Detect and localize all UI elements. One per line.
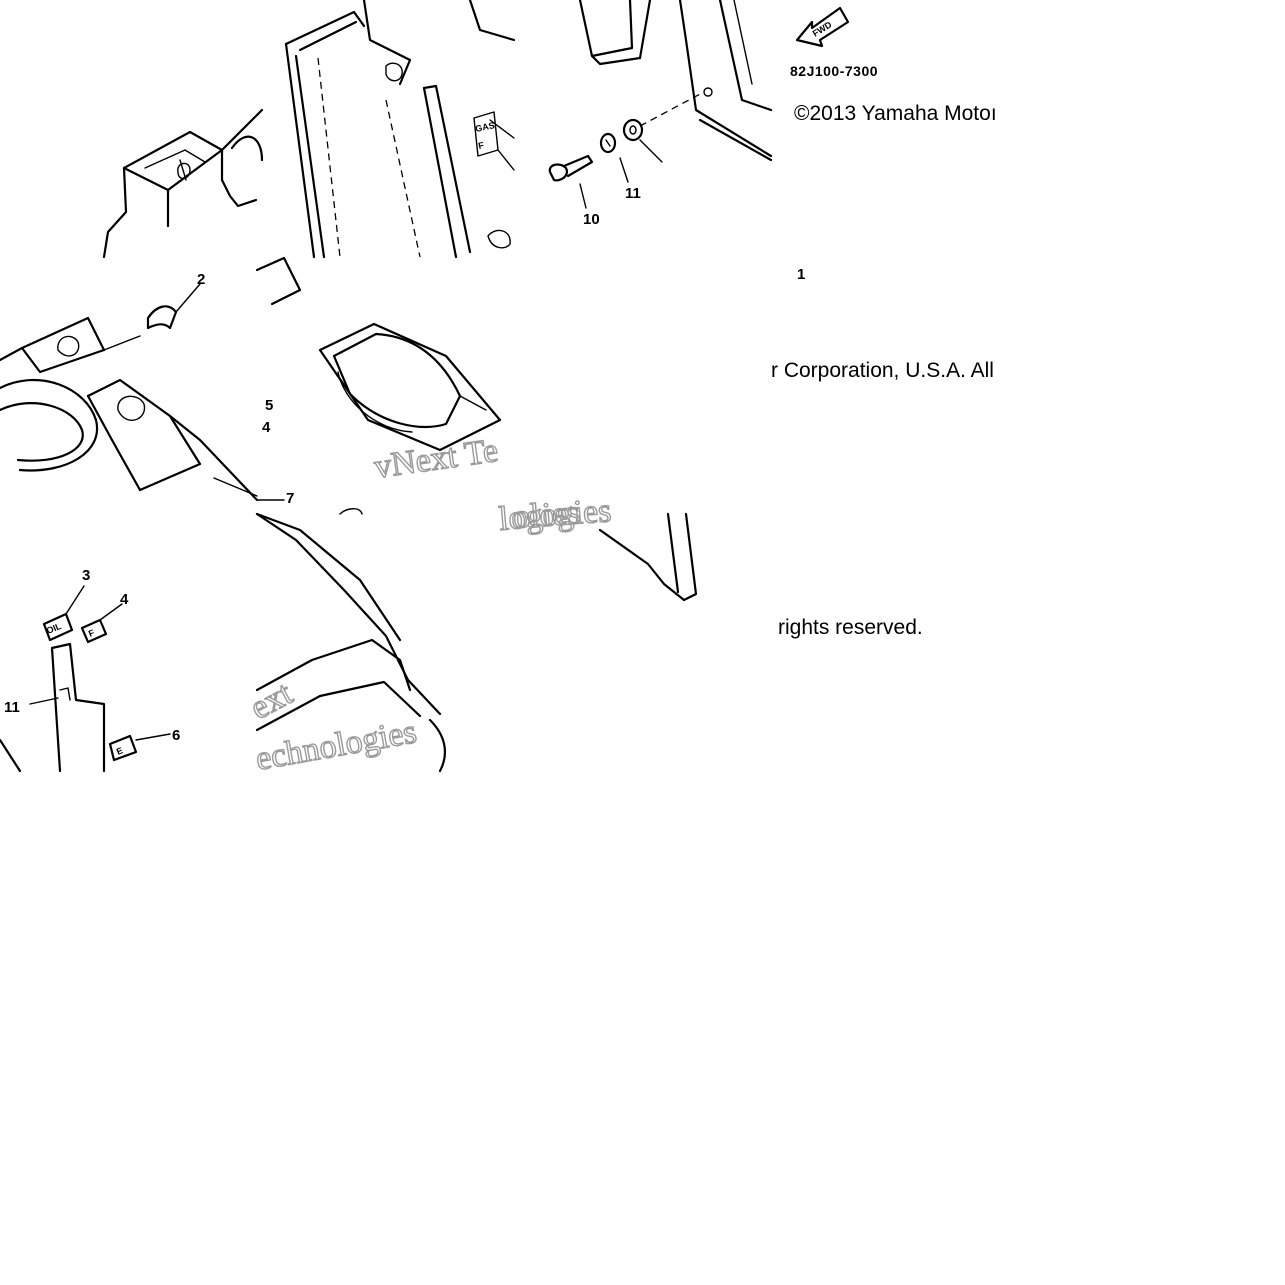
fuel-cap-opening xyxy=(255,256,502,515)
callout-3: 3 xyxy=(82,567,90,584)
bracket-leg xyxy=(598,512,698,602)
f-tag-upper-label: F xyxy=(477,140,485,151)
callout-5: 5 xyxy=(265,397,273,414)
watermark-text-5: logies xyxy=(497,494,581,538)
callout-2: 2 xyxy=(197,271,205,288)
watermark-text-3: ext xyxy=(244,675,299,727)
callout-6: 6 xyxy=(172,727,180,744)
housing-top-left xyxy=(102,108,264,259)
callout-7: 7 xyxy=(286,490,294,507)
watermark-text-1: vNext Te xyxy=(372,432,500,486)
gas-tag-label: GAS xyxy=(474,120,495,134)
callout-4b: 4 xyxy=(120,591,129,608)
copyright-line-1: ©2013 Yamaha Motoı xyxy=(794,102,997,125)
f-tag-label: F xyxy=(87,627,96,639)
callout-9: 11 xyxy=(625,185,641,202)
e-tag-label: E xyxy=(115,745,124,757)
fwd-arrow-icon xyxy=(795,6,850,48)
callout-1: 1 xyxy=(797,266,805,283)
watermark-text-2: ologies xyxy=(512,492,613,536)
callout-4a: 4 xyxy=(262,419,271,436)
decal-strip xyxy=(0,512,402,773)
callout-8: 10 xyxy=(583,211,600,228)
watermark-text-4: echnologies xyxy=(253,713,419,778)
part-code: 82J100-7300 xyxy=(790,63,878,79)
indicator-cluster xyxy=(0,283,285,502)
tank-front-panel xyxy=(284,0,516,259)
copyright-line-2: r Corporation, U.S.A. All xyxy=(771,359,994,382)
fwd-label: FWD xyxy=(811,19,834,39)
tank-rear xyxy=(255,512,447,773)
callout-11: 11 xyxy=(4,699,20,716)
copyright-line-3: rights reserved. xyxy=(778,616,923,639)
bracket-and-fasteners xyxy=(548,0,773,209)
